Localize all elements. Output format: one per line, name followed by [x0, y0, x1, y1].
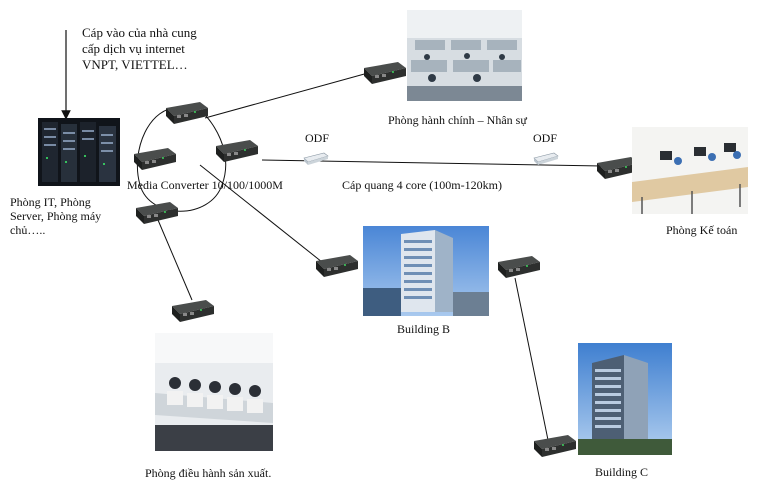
odf-patch-panel-icon [302, 152, 330, 171]
fiber-cable-label: Cáp quang 4 core (100m-120km) [342, 178, 502, 192]
link-building-c [514, 277, 549, 441]
media-converter-icon [132, 200, 180, 226]
media-converter-icon [494, 254, 542, 280]
media-converter-icon [593, 155, 641, 181]
media-converter-icon [312, 253, 360, 279]
odf-patch-panel-icon [532, 152, 560, 171]
it-room-label-1: Phòng IT, Phòng [10, 195, 91, 209]
admin-room-label: Phòng hành chính – Nhân sự [388, 113, 527, 127]
server-rack-photo [38, 118, 120, 186]
link-production [157, 219, 193, 301]
odf-label-left: ODF [305, 131, 330, 145]
production-room-label: Phòng điều hành sản xuất. [145, 466, 272, 480]
building-b-photo [363, 226, 489, 316]
isp-note-line3: VNPT, VIETTEL… [82, 57, 188, 72]
isp-note-line1: Cáp vào của nhà cung [82, 25, 197, 40]
accounting-office-photo [632, 127, 748, 214]
accounting-room-label: Phòng Kế toán [666, 223, 738, 237]
it-room-label-3: chủ….. [10, 223, 46, 237]
media-converter-label: Media Converter 10/100/1000M [127, 178, 283, 192]
building-c-label: Building C [595, 465, 649, 479]
odf-label-right: ODF [533, 131, 558, 145]
media-converter-icon [130, 146, 178, 172]
link-building-b [199, 164, 323, 263]
it-room-label-2: Server, Phòng máy [10, 209, 102, 223]
server-rack-icon [38, 118, 120, 186]
media-converter-icon [360, 60, 408, 86]
building-b-label: Building B [397, 322, 451, 336]
admin-office-photo [407, 10, 522, 101]
building-c-photo [578, 343, 672, 455]
media-converter-icon [162, 100, 210, 126]
media-converter-icon [168, 298, 216, 324]
media-converter-icon [212, 138, 260, 164]
isp-note-line2: cấp dịch vụ internet [82, 41, 185, 56]
production-room-photo [155, 333, 273, 451]
media-converter-icon [530, 433, 578, 459]
link-admin [204, 72, 369, 119]
